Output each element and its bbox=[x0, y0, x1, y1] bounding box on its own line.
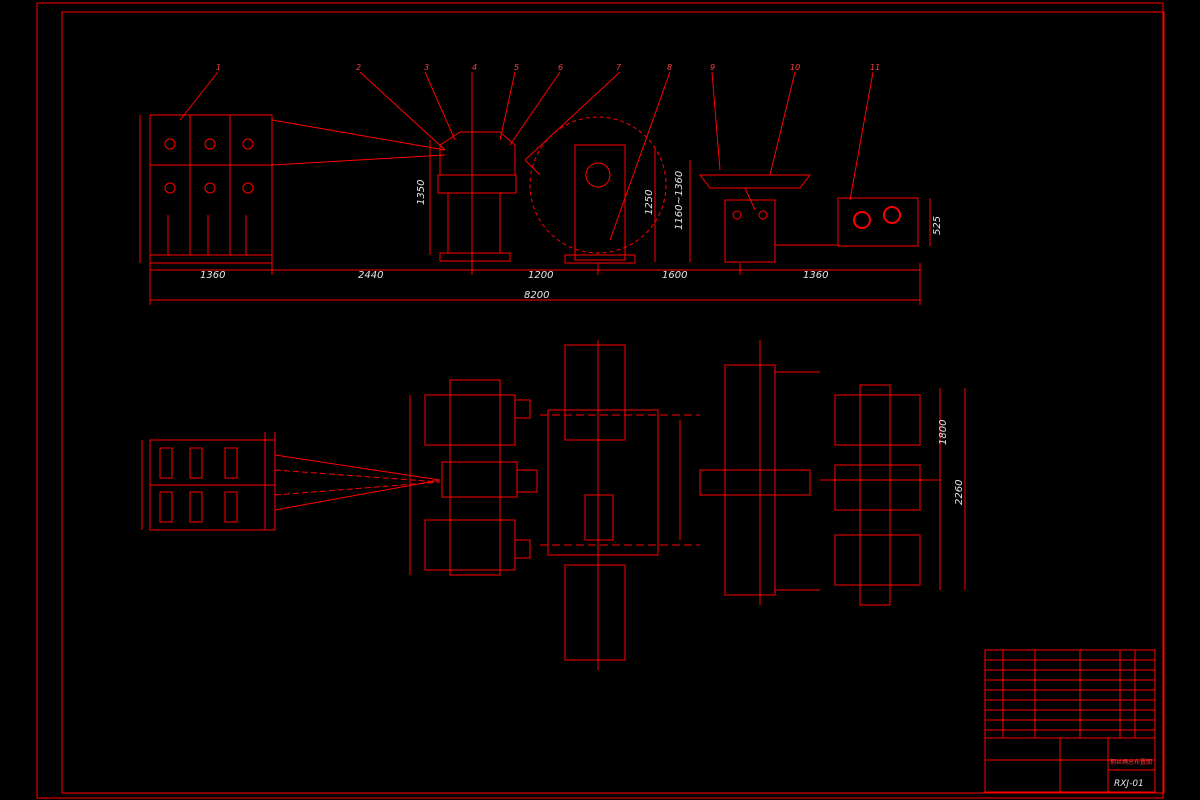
balloon-7: 7 bbox=[616, 63, 622, 72]
title-block bbox=[984, 649, 1156, 793]
inner-frame bbox=[61, 11, 1165, 794]
working-table bbox=[689, 160, 812, 263]
drawing-code: RXJ-01 bbox=[1114, 779, 1144, 789]
height-cabinet: 525 bbox=[932, 216, 943, 235]
elevation-view bbox=[139, 71, 931, 305]
height-reel: 1250 bbox=[644, 190, 655, 215]
height-table: 1160~1360 bbox=[674, 171, 685, 230]
control-cabinet bbox=[775, 197, 931, 247]
plan-view bbox=[141, 340, 966, 670]
dim-overall-length: 8200 bbox=[524, 290, 549, 301]
table-plan bbox=[699, 340, 820, 605]
dim-table-to-cabinet: 1360 bbox=[803, 270, 828, 281]
balloon-10: 10 bbox=[790, 63, 800, 72]
balloon-4: 4 bbox=[472, 63, 477, 72]
balloon-6: 6 bbox=[558, 63, 563, 72]
wire-rack-plan bbox=[141, 432, 276, 531]
balloon-3: 3 bbox=[424, 63, 429, 72]
dim-total-width: 2260 bbox=[954, 480, 965, 505]
reel-plan bbox=[540, 340, 700, 670]
balloon-9: 9 bbox=[710, 63, 715, 72]
height-head: 1350 bbox=[416, 180, 427, 205]
twister-plan bbox=[409, 379, 538, 576]
dim-rack-width: 1360 bbox=[200, 270, 225, 281]
dim-head-to-reel: 1200 bbox=[528, 270, 553, 281]
outer-frame bbox=[36, 2, 1164, 799]
twister-head bbox=[429, 120, 541, 265]
balloon-2: 2 bbox=[356, 63, 361, 72]
balloon-8: 8 bbox=[667, 63, 672, 72]
cabinet-plan bbox=[820, 384, 966, 606]
balloon-11: 11 bbox=[870, 63, 880, 72]
balloon-1: 1 bbox=[216, 63, 221, 72]
dim-reel-to-table: 1600 bbox=[662, 270, 687, 281]
take-up-reel bbox=[529, 116, 667, 264]
wire-rack-elevation bbox=[139, 114, 273, 264]
dim-cabinet-width: 1800 bbox=[938, 420, 949, 445]
dim-rack-to-head: 2440 bbox=[358, 270, 383, 281]
balloon-5: 5 bbox=[514, 63, 519, 72]
drawing-title: 钢丝绳总布置图 bbox=[1110, 758, 1152, 766]
